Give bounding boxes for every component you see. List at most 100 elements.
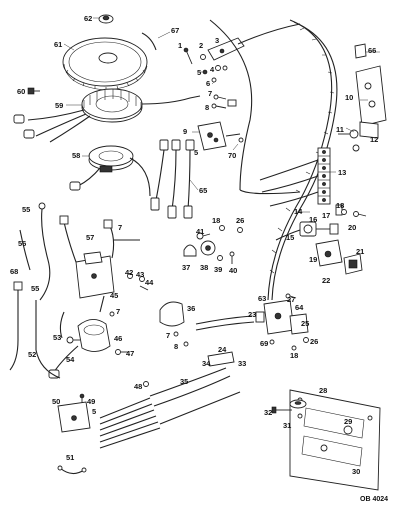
callout-7: 7 <box>208 89 212 98</box>
callout-46: 46 <box>114 334 122 343</box>
callout-30: 30 <box>352 467 360 476</box>
screw-27 <box>285 293 297 299</box>
callout-6: 6 <box>206 79 210 88</box>
callout-1: 1 <box>178 41 182 50</box>
callout-7b: 7 <box>118 223 122 232</box>
clamp-33 <box>207 351 235 367</box>
callout-33: 33 <box>238 359 246 368</box>
screw-8 <box>211 103 227 109</box>
lead-wire <box>225 133 241 137</box>
screw-7 <box>213 94 227 100</box>
callout-7c: 7 <box>116 307 120 316</box>
callout-9: 9 <box>183 127 187 136</box>
callout-23: 23 <box>248 310 256 319</box>
callout-3: 3 <box>215 36 219 45</box>
callout-50: 50 <box>52 397 60 406</box>
cap-37 <box>183 244 197 257</box>
callout-59: 59 <box>55 101 63 110</box>
terminal-block <box>317 147 331 205</box>
callout-12: 12 <box>370 135 378 144</box>
callout-40: 40 <box>229 266 237 275</box>
callout-26b: 26 <box>310 337 318 346</box>
callout-56: 56 <box>18 239 26 248</box>
callout-53: 53 <box>53 333 61 342</box>
callout-61: 61 <box>54 40 62 49</box>
callout-55b: 55 <box>31 284 39 293</box>
callout-62: 62 <box>84 14 92 23</box>
screw-31 <box>297 413 303 419</box>
callout-37: 37 <box>182 263 190 272</box>
screw-20 <box>353 211 367 217</box>
callout-57: 57 <box>86 233 94 242</box>
switch-box <box>197 121 227 151</box>
callout-48: 48 <box>134 382 142 391</box>
flywheel-key <box>141 32 157 51</box>
callout-27: 27 <box>287 295 295 304</box>
lead-54 <box>59 311 65 339</box>
clamp-12 <box>338 129 360 152</box>
rectifier-38 <box>200 240 216 256</box>
lead-51 <box>57 465 87 475</box>
callout-49: 49 <box>87 397 95 406</box>
harness-fan <box>99 397 161 449</box>
callout-47: 47 <box>126 349 134 358</box>
screw-1 <box>183 47 193 65</box>
lead-wire <box>237 23 301 45</box>
callout-68: 68 <box>10 267 18 276</box>
screw-70 <box>238 137 244 143</box>
connector-41 <box>196 232 211 240</box>
callout-18c: 18 <box>290 351 298 360</box>
lead-wire <box>269 191 319 207</box>
connector <box>103 219 113 229</box>
screw-53 <box>66 336 80 344</box>
callout-60: 60 <box>17 87 25 96</box>
spark-plug-lead <box>150 139 195 219</box>
stud-32 <box>271 406 292 414</box>
callout-15: 15 <box>286 233 294 242</box>
callout-55: 55 <box>22 205 30 214</box>
ground-lead-55 <box>38 202 51 301</box>
callout-8b: 8 <box>174 342 178 351</box>
callout-7d: 7 <box>166 331 170 340</box>
callout-18: 18 <box>336 201 344 210</box>
callout-2: 2 <box>199 41 203 50</box>
solenoid-23 <box>255 299 295 335</box>
harness-34 <box>149 367 227 397</box>
coil-lead <box>99 295 105 313</box>
lead-wire <box>275 229 301 241</box>
mounting-bracket <box>355 65 387 139</box>
terminal <box>227 99 237 107</box>
callout-35: 35 <box>180 377 188 386</box>
callout-24: 24 <box>218 345 227 354</box>
callout-39: 39 <box>214 265 222 274</box>
timer-lead <box>129 157 151 197</box>
screw-40 <box>229 251 235 264</box>
callout-17: 17 <box>322 211 330 220</box>
callout-44: 44 <box>145 278 154 287</box>
connector <box>13 114 35 139</box>
clip-66 <box>354 43 367 59</box>
figure-reference: OB 4024 <box>360 496 388 503</box>
screw-8c <box>183 341 189 347</box>
screw-47 <box>115 349 128 355</box>
cable-24 <box>195 315 255 331</box>
screw-26 <box>237 227 243 233</box>
callout-29: 29 <box>344 417 352 426</box>
stator <box>81 88 143 123</box>
callout-58: 58 <box>72 151 80 160</box>
callout-10: 10 <box>345 93 353 102</box>
callout-21: 21 <box>356 247 364 256</box>
callout-13: 13 <box>338 168 346 177</box>
callout-19: 19 <box>309 255 317 264</box>
callout-labels: 62 67 61 60 59 58 1 2 3 4 5 6 7 8 9 5 70… <box>10 14 388 503</box>
callout-5: 5 <box>197 68 201 77</box>
harness-35 <box>159 391 241 425</box>
callout-34: 34 <box>202 359 211 368</box>
nut-18b <box>219 225 225 231</box>
lead-56 <box>19 229 31 271</box>
screw-39 <box>217 255 223 261</box>
washer-6 <box>211 77 217 83</box>
callout-32: 32 <box>264 408 272 417</box>
callout-18b: 18 <box>212 216 220 225</box>
